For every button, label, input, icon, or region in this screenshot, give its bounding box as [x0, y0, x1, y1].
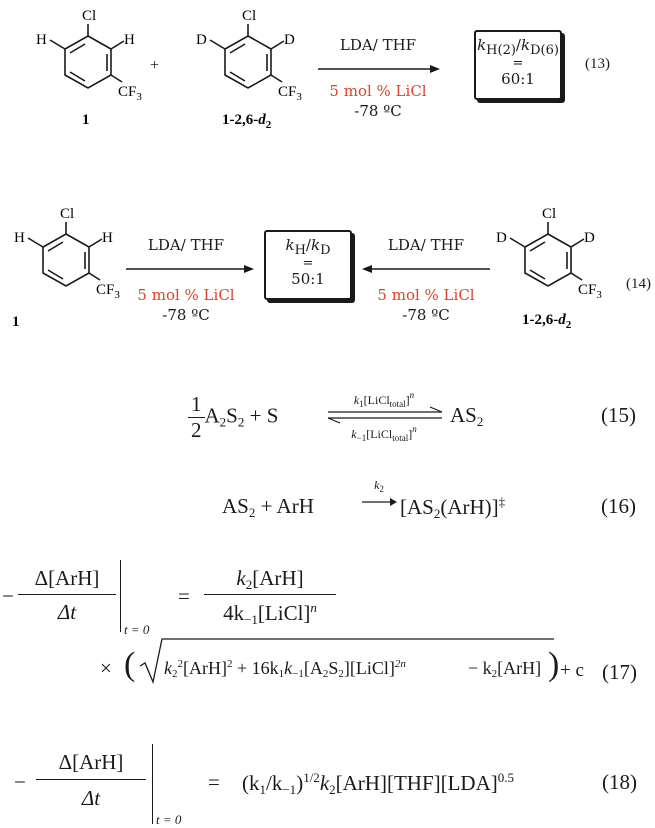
equation-number-14: (14) [626, 276, 651, 292]
reaction-arrow-left [362, 265, 490, 273]
kie-box: kH/kD = 50:1 [264, 230, 352, 300]
evaluation-point: t = 0 [156, 812, 182, 827]
prefactor-fraction-bar [204, 594, 336, 595]
prefactor-denominator: 4k−1[LiCl]n [223, 600, 317, 627]
minus-sign: − [2, 584, 14, 608]
compound-label-1: 1 [12, 314, 20, 330]
cf3-label: CF3 [578, 282, 602, 301]
equilibrium-arrows [327, 406, 443, 424]
times-sign: × [100, 656, 112, 680]
subtracted-term: − k2[ArH] [468, 658, 542, 680]
reagent-text: LDA/ THF [339, 36, 417, 54]
additive-text-right: 5 mol % LiCl [377, 286, 475, 304]
cf3-label: CF3 [118, 84, 142, 103]
deuterium-label-left: D [496, 230, 507, 246]
reagent-text-right: LDA/ THF [387, 236, 465, 254]
equation-number-17: (17) [602, 660, 637, 684]
equation-16-lhs: AS2 + ArH [222, 494, 314, 520]
equals-sign: = [208, 770, 220, 794]
equation-number-18: (18) [602, 770, 637, 794]
deuterium-label-left: D [196, 32, 207, 48]
deuterium-label-right: D [584, 230, 595, 246]
square-root-sign [139, 638, 554, 685]
forward-rate-label: k1[LiCltotal]n [353, 390, 415, 409]
chlorine-label: Cl [82, 8, 96, 24]
reagent-text-left: LDA/ THF [147, 236, 225, 254]
chlorine-label: Cl [242, 8, 256, 24]
equation-18-rhs: (k1/k−1)1/2k2[ArH][THF][LDA]0.5 [242, 770, 515, 797]
compound-label-1-d2: 1-2,6-d2 [222, 112, 272, 131]
rate-denominator: Δt [57, 600, 77, 624]
rate-fraction-bar [36, 779, 146, 780]
rate-numerator: Δ[ArH] [34, 566, 100, 590]
equation-15-rhs: AS2 [450, 403, 484, 429]
deuterium-label-right: D [284, 32, 295, 48]
equation-number-13: (13) [585, 56, 610, 72]
evaluation-point: t = 0 [124, 622, 150, 637]
additive-text: 5 mol % LiCl [329, 82, 427, 100]
rate-numerator: Δ[ArH] [58, 750, 124, 774]
temperature-text: -78 ºC [354, 102, 402, 120]
k2-label: k2 [374, 478, 384, 494]
kie-box: kH(2)/kD(6) = 60:1 [474, 30, 562, 100]
kie-ratio-expression: kH(2)/kD(6) [477, 36, 559, 58]
kie-value: 50:1 [291, 270, 325, 288]
radicand: k22[ArH]2 + 16k1k−1[A2S2][LiCl]2n [164, 658, 406, 680]
prefactor-numerator: k2[ArH] [236, 566, 304, 592]
kie-equals: = [512, 56, 524, 71]
hydrogen-label-right: H [102, 230, 113, 246]
molecule-1-d2-structure: Cl D D CF3 1-2,6-d2 [496, 206, 602, 331]
rate-denominator: Δt [81, 786, 101, 810]
equation-number-15: (15) [601, 403, 636, 427]
chlorine-label: Cl [542, 206, 556, 222]
kie-value: 60:1 [501, 70, 535, 88]
hydrogen-label-right: H [124, 32, 135, 48]
molecule-1-structure: Cl H H CF3 1 [12, 206, 120, 330]
equals-sign: = [178, 584, 190, 608]
temperature-text-right: -78 ºC [402, 306, 450, 324]
cf3-label: CF3 [96, 282, 120, 301]
evaluation-bar [152, 744, 153, 824]
reaction-arrow-right [126, 265, 254, 273]
equation-number-16: (16) [601, 494, 636, 518]
cf3-label: CF3 [278, 84, 302, 103]
compound-label-1: 1 [82, 112, 90, 128]
kie-ratio-expression: kH/kD [285, 236, 331, 258]
kie-equals: = [302, 256, 314, 271]
hydrogen-label-left: H [14, 230, 25, 246]
evaluation-bar [120, 560, 121, 632]
constant-term: + c [560, 660, 584, 681]
minus-sign: − [14, 770, 26, 794]
hydrogen-label-left: H [36, 32, 47, 48]
molecule-1-d2-structure: Cl D D CF3 1-2,6-d2 [196, 8, 302, 131]
compound-label-1-d2: 1-2,6-d2 [522, 312, 572, 331]
rate-fraction-bar [18, 594, 116, 595]
close-paren: ) [548, 646, 560, 683]
temperature-text-left: -78 ºC [162, 306, 210, 324]
plus-sign: + [150, 57, 160, 74]
reverse-rate-label: k−1[LiCltotal]n [351, 424, 417, 443]
reaction-arrow [362, 498, 397, 506]
equation-16-rhs: [AS2(ArH)]‡ [400, 494, 506, 521]
additive-text-left: 5 mol % LiCl [137, 286, 235, 304]
chlorine-label: Cl [60, 206, 74, 222]
open-paren: ( [124, 646, 136, 683]
reaction-arrow [318, 65, 440, 73]
molecule-1-structure: Cl H H CF3 1 [36, 8, 142, 128]
